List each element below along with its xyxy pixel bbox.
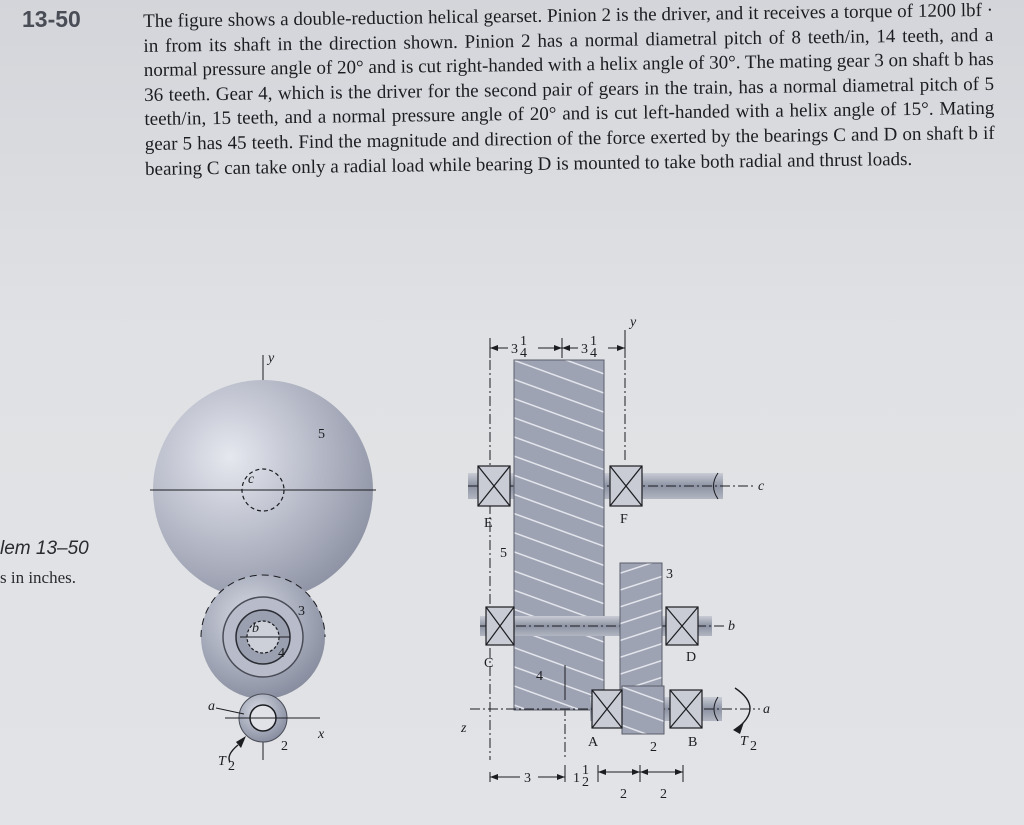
- bearing-F-label: F: [620, 512, 628, 527]
- dim-bot-2-den: 2: [582, 775, 589, 790]
- dim-top-2-den: 4: [590, 346, 597, 361]
- right-torque-sub: 2: [750, 739, 757, 754]
- left-gear2-label: 2: [281, 739, 288, 754]
- left-shaft-c-label: c: [248, 472, 255, 487]
- right-torque-label: T: [740, 734, 749, 749]
- end-view: y 5 c 3 4 b x 2 a: [150, 351, 376, 774]
- figure-caption-title: lem 13–50: [0, 538, 89, 559]
- dim-bot-3: 2: [620, 787, 627, 802]
- bearing-B: [669, 689, 703, 729]
- right-z-label: z: [460, 721, 467, 736]
- dim-arrow: [617, 345, 625, 351]
- left-y-label: y: [266, 351, 275, 366]
- bearing-A-label: A: [588, 735, 599, 750]
- dim-arrow: [598, 769, 606, 775]
- left-x-label: x: [317, 727, 325, 742]
- dim-arrow: [640, 769, 648, 775]
- left-gear5-label: 5: [318, 427, 325, 442]
- bearing-E-label: E: [484, 516, 493, 531]
- shaft-c-break: [713, 472, 719, 500]
- bearing-C: [485, 606, 515, 646]
- dim-top-1-den: 4: [520, 346, 527, 361]
- dim-top-2-whole: 3: [581, 342, 588, 357]
- dim-arrow: [557, 774, 565, 780]
- bearing-C-label: C: [484, 656, 493, 671]
- right-gear5-label: 5: [500, 546, 507, 561]
- dim-bot-1: 3: [524, 771, 531, 786]
- bearing-E: [477, 465, 511, 507]
- pinion-2-side-view: [621, 685, 665, 735]
- left-shaft-b-label: b: [252, 621, 259, 636]
- dim-arrow: [632, 769, 640, 775]
- gear3-pitch-arc: [200, 574, 326, 638]
- right-shaft-a-label: a: [763, 702, 770, 717]
- left-shaft-a-label: a: [208, 699, 215, 714]
- right-y-label: y: [628, 315, 637, 330]
- torque-arrowhead-right: [733, 722, 744, 734]
- right-gear2-label: 2: [650, 740, 657, 755]
- figure-caption-units: s in inches.: [0, 568, 77, 587]
- side-view: 3 1 4 3 1 4 y c 5 E: [460, 315, 770, 802]
- dim-arrow: [554, 345, 562, 351]
- dim-top-1-num: 1: [520, 334, 527, 349]
- left-gear4-label: 4: [278, 646, 285, 661]
- shaft-a-leader: [215, 707, 245, 715]
- problem-number: 13-50: [22, 6, 81, 32]
- right-gear4-label: 4: [536, 669, 543, 684]
- gear-3-side-view: [619, 562, 663, 709]
- left-gear3-label: 3: [298, 604, 305, 619]
- bearing-B-label: B: [688, 735, 697, 750]
- dim-arrow: [562, 345, 570, 351]
- dim-bot-2-whole: 1: [573, 771, 580, 786]
- right-gear3-label: 3: [666, 567, 673, 582]
- left-torque-sub: 2: [228, 759, 235, 774]
- dim-top-1-whole: 3: [511, 342, 518, 357]
- dim-bot-2-num: 1: [582, 763, 589, 778]
- bearing-F: [609, 465, 643, 507]
- left-torque-label: T: [218, 754, 227, 769]
- dim-top-2-num: 1: [590, 334, 597, 349]
- dim-arrow: [490, 774, 498, 780]
- bearing-D: [665, 606, 699, 646]
- gear-5-side-view: [513, 359, 605, 711]
- dim-bot-4: 2: [660, 787, 667, 802]
- right-shaft-c-label: c: [758, 479, 765, 494]
- torque-arrowhead-left: [236, 736, 246, 748]
- right-shaft-b-label: b: [728, 619, 735, 634]
- dim-arrow: [675, 769, 683, 775]
- bearing-A: [591, 689, 623, 729]
- bearing-D-label: D: [686, 650, 696, 665]
- dim-arrow: [490, 345, 498, 351]
- torque-arc-left: [228, 744, 239, 763]
